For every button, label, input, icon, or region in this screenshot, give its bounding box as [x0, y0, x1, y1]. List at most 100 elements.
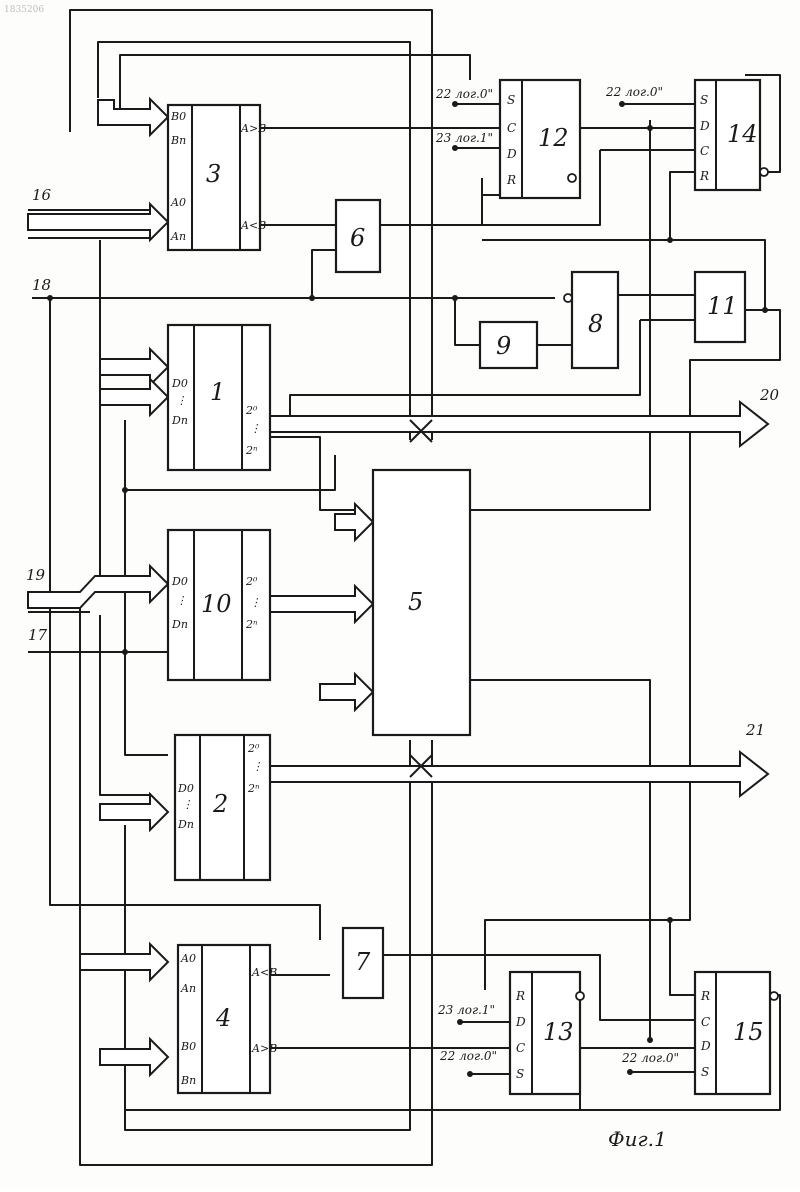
block-15-pin-d: D [700, 1039, 711, 1053]
block-15-pin-r: R [700, 989, 710, 1003]
block-4-comparator: 4 A0 An B0 Bn A<B A>B [178, 945, 277, 1093]
block-2-pin-d0: D0 [177, 782, 194, 795]
block-3-pin-an: An [170, 230, 186, 243]
block-3-comparator: 3 B0 Bn A0 An A>B A<B [168, 105, 266, 250]
block-15-label: 15 [733, 1018, 764, 1046]
block-3-pin-bn: Bn [170, 134, 186, 147]
block-3-label: 3 [206, 160, 221, 188]
block-10-pin-q0: 2⁰ [245, 575, 258, 588]
block-12-trigger: 12 S C D R [500, 80, 580, 198]
signal-15-s: 22 лог.0" [621, 1051, 679, 1065]
block-2-register: 2 D0 ⋮ Dn 2⁰ ⋮ 2ⁿ [175, 735, 270, 880]
block-7: 7 [343, 928, 383, 998]
block-3-pin-a0: A0 [170, 196, 186, 209]
bus-to-2 [100, 794, 168, 830]
signal-12-s: 22 лог.0" [435, 87, 493, 101]
signal-inputs: 22 лог.0" 23 лог.1" 22 лог.0" 23 лог.1" … [435, 85, 695, 1077]
block-6: 6 [336, 200, 380, 272]
block-12-pin-d: D [506, 147, 517, 161]
block-5-main: 5 [373, 470, 470, 735]
bus-to-3-top [98, 99, 168, 135]
figure-caption: Фиг.1 [608, 1127, 667, 1151]
signal-13-s: 22 лог.0" [439, 1049, 497, 1063]
block-10-pin-dots: ⋮ [176, 594, 187, 607]
block-3-pin-b0: B0 [170, 110, 186, 123]
terminal-20: 20 [759, 386, 780, 404]
block-4-pin-altb: A<B [251, 966, 277, 979]
terminal-21: 21 [745, 721, 765, 739]
block-3-pin-agtb: A>B [240, 122, 266, 135]
corner-mark: 1835206 [4, 5, 44, 15]
block-14-label: 14 [727, 120, 758, 148]
bus-20 [270, 402, 768, 446]
block-4-pin-agtb: A>B [251, 1042, 277, 1055]
block-1-pin-qdots: ⋮ [250, 422, 261, 435]
bus-to-1b [100, 379, 168, 415]
block-11: 11 [695, 272, 745, 342]
block-14-pin-r: R [699, 169, 709, 183]
terminal-18: 18 [32, 276, 51, 294]
block-15-pin-s: S [701, 1065, 709, 1079]
block-4-label: 4 [215, 1004, 231, 1032]
block-10-pin-qn: 2ⁿ [245, 618, 257, 631]
block-1-pin-d0: D0 [171, 377, 188, 390]
block-13-pin-s: S [516, 1067, 524, 1081]
block-1-pin-q0: 2⁰ [245, 404, 258, 417]
block-2-pin-dots: ⋮ [182, 798, 193, 811]
block-8-label: 8 [588, 310, 603, 338]
block-1-pin-qn: 2ⁿ [245, 444, 257, 457]
block-4-pin-b0: B0 [180, 1040, 196, 1053]
block-2-pin-dn: Dn [177, 818, 194, 831]
block-14-pin-s: S [700, 93, 708, 107]
block-1-pin-dn: Dn [171, 414, 188, 427]
terminal-19: 19 [26, 566, 46, 584]
bus-to-4-bottom [100, 1039, 168, 1075]
bus-10-to-5 [270, 586, 373, 622]
block-10-pin-d0: D0 [171, 575, 188, 588]
block-2-pin-qn: 2ⁿ [247, 782, 259, 795]
block-2-label: 2 [212, 790, 228, 818]
block-14-pin-d: D [699, 119, 710, 133]
block-10-pin-dn: Dn [171, 618, 188, 631]
block-13-pin-c: C [516, 1041, 525, 1055]
block-12-label: 12 [538, 124, 569, 152]
block-3-pin-altb: A<B [240, 219, 266, 232]
block-9: 9 [480, 322, 537, 368]
block-13-label: 13 [543, 1018, 574, 1046]
block-5-label: 5 [408, 588, 423, 616]
block-12-pin-r: R [506, 173, 516, 187]
signal-14-s: 22 лог.0" [605, 85, 663, 99]
block-6-label: 6 [350, 224, 365, 252]
block-11-label: 11 [707, 292, 738, 320]
block-14-pin-c: C [700, 144, 709, 158]
block-9-label: 9 [496, 332, 511, 360]
block-15-trigger: 15 R C D S [695, 972, 778, 1094]
block-1-pin-dots: ⋮ [176, 394, 187, 407]
terminal-17: 17 [28, 626, 48, 644]
bus-21 [270, 752, 768, 796]
block-8: 8 [564, 272, 618, 368]
terminal-16: 16 [32, 186, 52, 204]
block-4-pin-bn: Bn [180, 1074, 196, 1087]
block-10-label: 10 [201, 590, 232, 618]
block-4-pin-a0: A0 [180, 952, 196, 965]
block-13-trigger: 13 R D C S [510, 972, 584, 1094]
block-12-pin-s: S [507, 93, 515, 107]
block-10-register: 10 D0 ⋮ Dn 2⁰ ⋮ 2ⁿ [168, 530, 270, 680]
block-1-label: 1 [210, 378, 225, 406]
block-15-pin-c: C [701, 1015, 710, 1029]
block-4-pin-an: An [180, 982, 196, 995]
block-2-pin-q0: 2⁰ [247, 742, 260, 755]
block-1-register: 1 D0 ⋮ Dn 2⁰ ⋮ 2ⁿ [168, 325, 270, 470]
block-13-pin-r: R [515, 989, 525, 1003]
block-14-trigger: 14 S D C R [695, 80, 768, 190]
bus-to-1 [100, 349, 168, 385]
block-13-pin-d: D [515, 1015, 526, 1029]
block-10-pin-qdots: ⋮ [250, 596, 261, 609]
signal-13-d: 23 лог.1" [437, 1003, 495, 1017]
bus-to-5-low [320, 674, 373, 710]
block-2-pin-qdots: ⋮ [252, 760, 263, 773]
block-7-label: 7 [355, 948, 371, 976]
block-12-pin-c: C [507, 121, 516, 135]
